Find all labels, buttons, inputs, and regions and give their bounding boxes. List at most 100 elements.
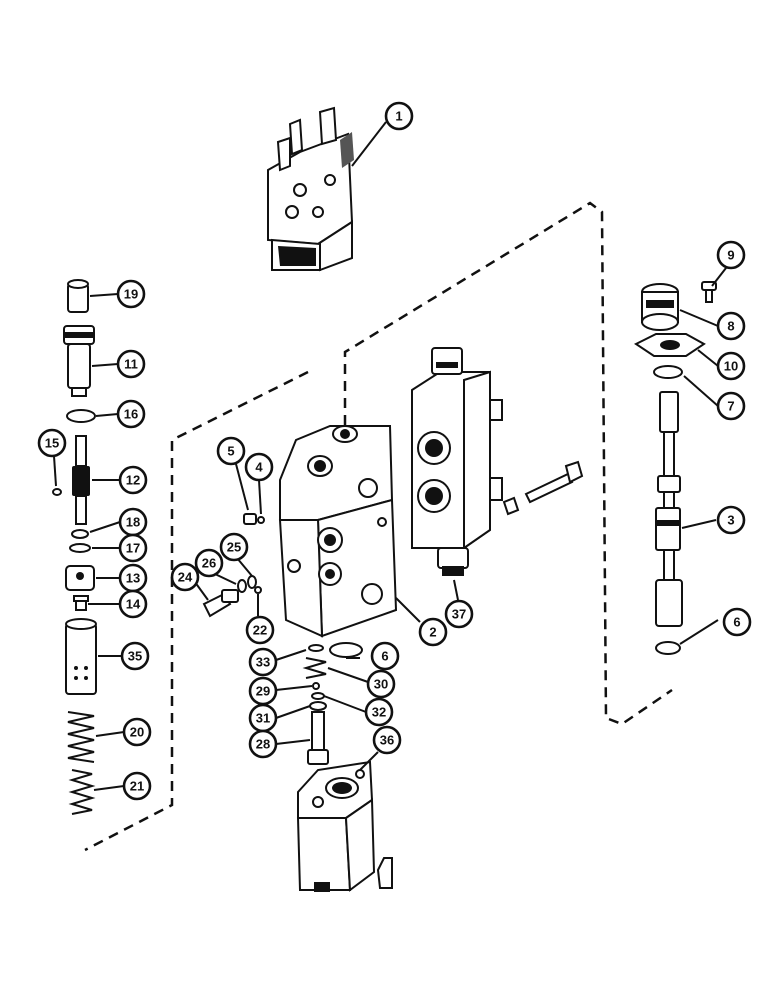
svg-text:13: 13 [126,571,140,586]
svg-text:1: 1 [395,109,402,124]
o-ring-25 [247,575,257,589]
svg-text:18: 18 [126,515,140,530]
callout-3: 3 [716,505,746,535]
check-valve-28 [307,711,329,765]
seal-7 [653,365,683,379]
svg-text:14: 14 [126,597,141,612]
cap-8 [641,283,679,331]
callout-20: 20 [122,717,152,747]
leader-lines [53,121,727,791]
valve-body [278,425,398,638]
callout-19: 19 [116,279,146,309]
callout-7: 7 [716,391,746,421]
svg-text:25: 25 [227,540,241,555]
plug-cap [67,279,89,313]
svg-text:28: 28 [256,737,270,752]
spool-3 [655,391,683,627]
svg-text:29: 29 [256,684,270,699]
o-ring-16 [66,409,96,423]
valve-assembly-complete [267,106,354,272]
callout-33: 33 [248,647,278,677]
callout-25: 25 [219,532,249,562]
plug-5 [243,513,257,525]
callout-6-right: 6 [722,607,752,637]
callout-37: 37 [444,599,474,629]
callout-5: 5 [216,436,246,466]
callout-31: 31 [248,703,278,733]
callout-17: 17 [118,533,148,563]
callout-28: 28 [248,729,278,759]
svg-text:9: 9 [727,248,734,263]
spring-20 [67,711,95,763]
callout-30: 30 [366,669,396,699]
svg-text:19: 19 [124,287,138,302]
svg-text:7: 7 [727,399,734,414]
svg-text:8: 8 [727,319,734,334]
svg-text:35: 35 [128,649,142,664]
callout-13: 13 [118,563,148,593]
callout-36: 36 [372,725,402,755]
svg-text:22: 22 [253,623,267,638]
callout-8: 8 [716,311,746,341]
callout-2: 2 [418,617,448,647]
callout-18: 18 [118,507,148,537]
callout-9: 9 [716,240,746,270]
svg-text:16: 16 [124,407,138,422]
svg-text:37: 37 [452,607,466,622]
svg-text:4: 4 [255,460,263,475]
callout-26: 26 [194,548,224,578]
svg-text:36: 36 [380,733,394,748]
washer-18 [71,529,89,539]
svg-text:20: 20 [130,725,144,740]
callout-4: 4 [244,452,274,482]
retainer-plate-10 [634,333,706,357]
assembly-line-left [84,370,309,852]
svg-text:12: 12 [126,473,140,488]
svg-text:6: 6 [733,615,740,630]
callout-12: 12 [118,465,148,495]
sleeve-35 [65,618,97,695]
callout-1: 1 [384,101,414,131]
o-ring-6-right [655,641,681,655]
callout-32: 32 [364,697,394,727]
ball-22 [254,586,262,594]
relief-plug-24 [202,589,239,618]
washer-17 [69,543,91,553]
spool-end [65,565,95,591]
svg-text:30: 30 [374,677,388,692]
svg-text:6: 6 [381,649,388,664]
svg-text:3: 3 [727,513,734,528]
callout-35: 35 [120,641,150,671]
svg-text:10: 10 [724,359,738,374]
svg-text:32: 32 [372,705,386,720]
poppet-stem [72,435,90,525]
assembly-line-center [343,201,673,726]
svg-text:11: 11 [124,357,138,372]
callout-10: 10 [716,351,746,381]
spring-21 [68,769,96,815]
callout-15: 15 [37,428,67,458]
svg-text:26: 26 [202,556,216,571]
svg-text:24: 24 [178,570,193,585]
o-ring-26 [237,579,247,593]
o-ring-6-center [329,642,363,658]
ball-4 [257,516,265,524]
callout-21: 21 [122,771,152,801]
svg-text:21: 21 [130,779,144,794]
valve-sleeve [63,325,95,397]
ball-29 [312,682,320,690]
end-cover [296,760,393,892]
svg-text:31: 31 [256,711,270,726]
tie-bolt [502,460,584,516]
svg-text:17: 17 [126,541,140,556]
washer-32 [311,692,325,700]
svg-text:15: 15 [45,436,59,451]
o-ring-33 [308,644,324,652]
screw-9 [701,281,717,303]
callout-14: 14 [118,589,148,619]
section-valve [411,347,503,576]
o-ring-31 [309,701,327,711]
callout-16: 16 [116,399,146,429]
svg-text:2: 2 [429,625,436,640]
